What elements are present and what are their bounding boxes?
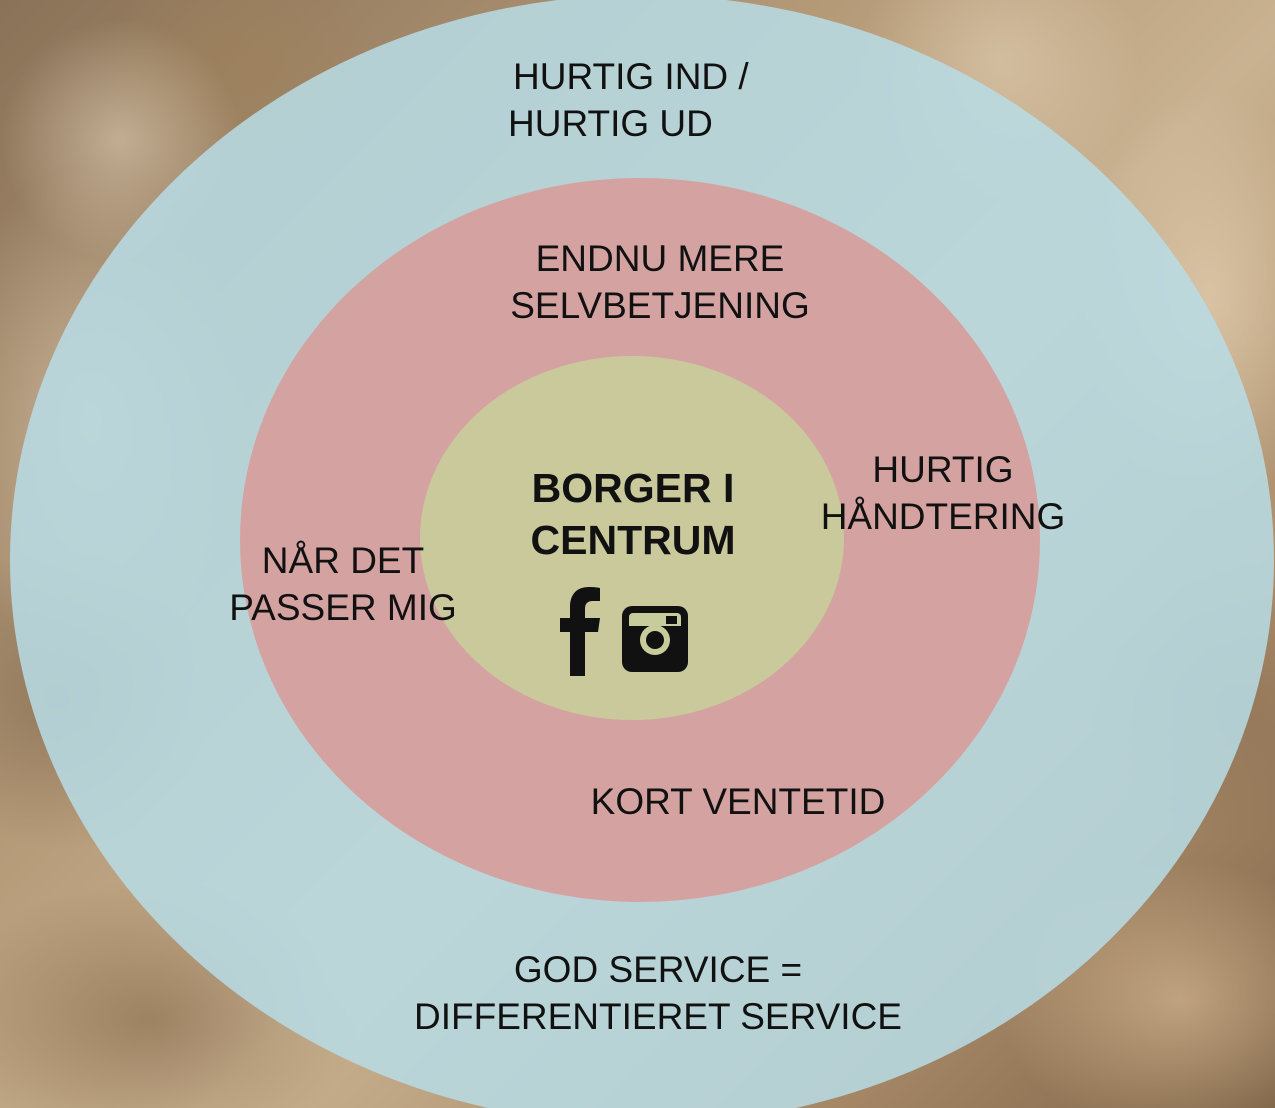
label-line: NÅR DET: [261, 540, 425, 581]
label-line: PASSER MIG: [229, 587, 457, 628]
instagram-icon: [622, 606, 688, 672]
label-borger-i-centrum: BORGER I CENTRUM: [483, 462, 783, 566]
label-line: GOD SERVICE =: [513, 949, 803, 990]
label-line: DIFFERENTIERET SERVICE: [414, 996, 902, 1037]
label-line: HURTIG IND /: [513, 56, 749, 97]
label-kort-ventetid: KORT VENTETID: [538, 778, 938, 825]
label-line: HURTIG: [872, 449, 1014, 490]
label-line: ENDNU MERE: [535, 238, 785, 279]
inner-ring: [420, 356, 844, 720]
facebook-icon: [560, 587, 600, 676]
social-icons: [558, 586, 690, 676]
label-line: HURTIG UD: [508, 103, 713, 144]
label-line: HÅNDTERING: [820, 496, 1066, 537]
label-line: KORT VENTETID: [590, 781, 886, 822]
label-nar-det-passer-mig: NÅR DET PASSER MIG: [193, 537, 493, 631]
label-endnu-mere-selvbetjening: ENDNU MERE SELVBETJENING: [460, 235, 860, 329]
label-hurtig-ind-ud: HURTIG IND / HURTIG UD: [495, 53, 795, 147]
label-god-service: GOD SERVICE = DIFFERENTIERET SERVICE: [358, 946, 958, 1040]
label-hurtig-handtering: HURTIG HÅNDTERING: [793, 446, 1093, 540]
label-line: CENTRUM: [530, 517, 736, 563]
label-line: SELVBETJENING: [510, 285, 810, 326]
label-line: BORGER I: [531, 465, 735, 511]
